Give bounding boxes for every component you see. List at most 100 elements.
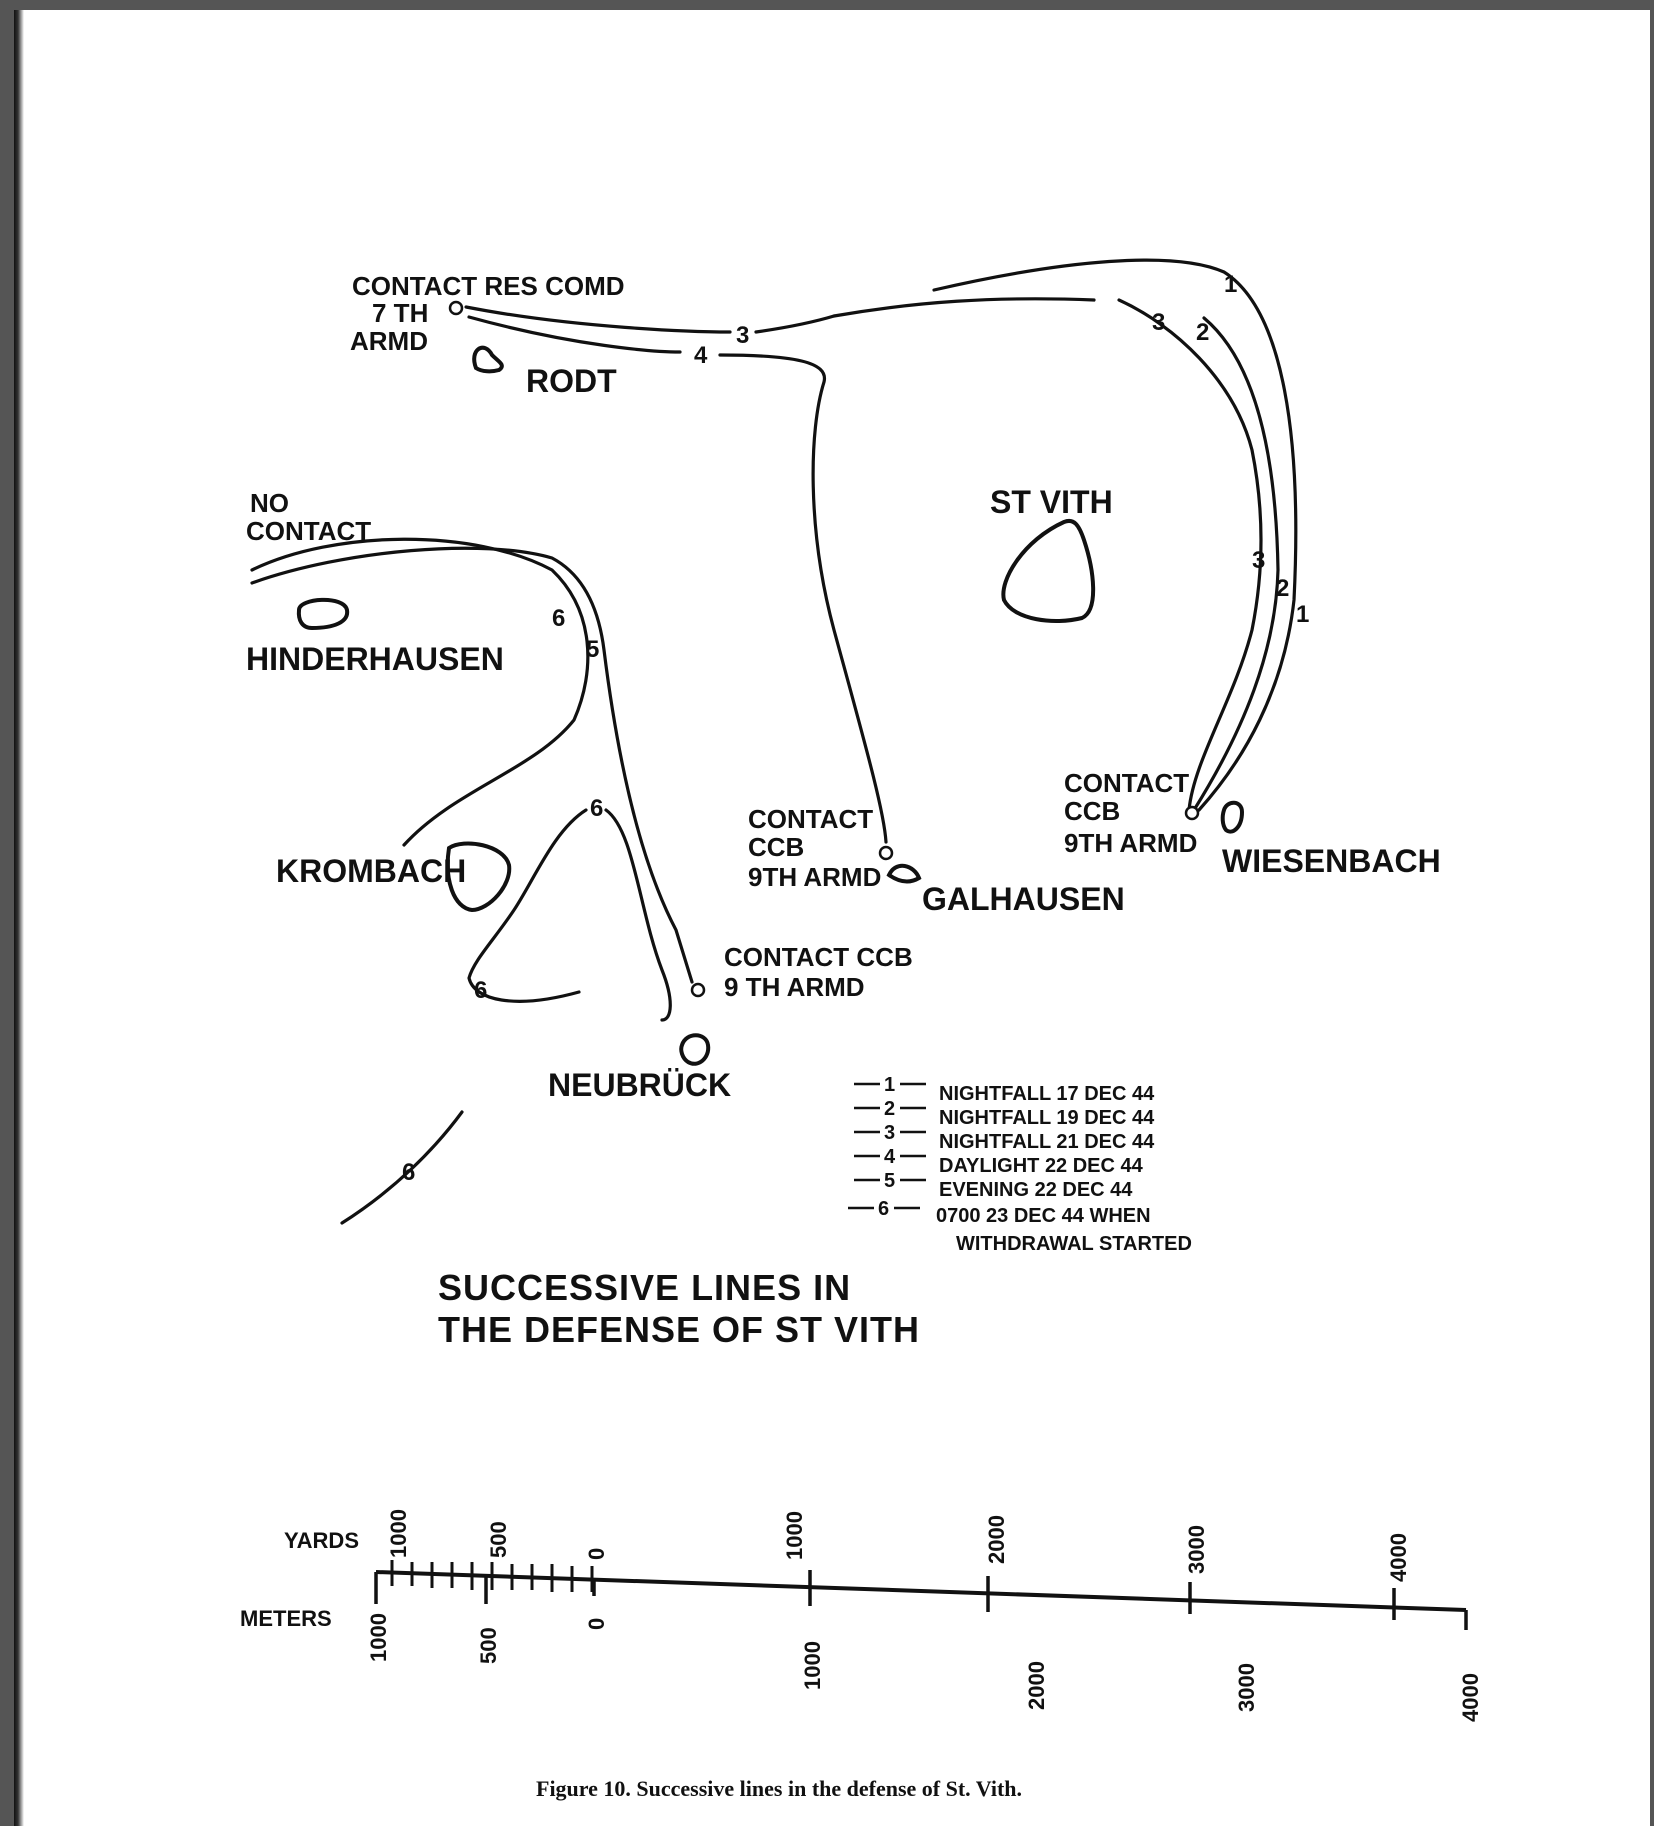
map-legend: 1 NIGHTFALL 17 DEC 44 2 NIGHTFALL 19 DEC… bbox=[848, 1072, 1192, 1255]
scale-minor-ticks bbox=[390, 1560, 594, 1592]
line-6-west bbox=[250, 537, 590, 847]
galhausen-town-shape bbox=[886, 863, 922, 884]
legend-number: 6 bbox=[878, 1198, 889, 1220]
line-label-6-southwest: 6 bbox=[402, 1159, 415, 1186]
line-label-2-side: 2 bbox=[1276, 575, 1289, 602]
meters-tick-label: 1000 bbox=[800, 1641, 825, 1690]
line-label-5-west: 5 bbox=[586, 636, 599, 663]
annotation-line: CONTACT RES COMD bbox=[352, 271, 625, 301]
scale-meters-label: METERS bbox=[240, 1606, 332, 1631]
line-1-east-arc bbox=[932, 258, 1298, 812]
scale-yards-label: YARDS bbox=[284, 1528, 359, 1553]
map-title: SUCCESSIVE LINES IN THE DEFENSE OF ST VI… bbox=[438, 1267, 920, 1350]
legend-row: 4 DAYLIGHT 22 DEC 44 bbox=[854, 1144, 1144, 1177]
town-label-krombach: KROMBACH bbox=[276, 853, 466, 889]
tactical-map: 3 4 1 3 2 3 2 1 6 5 6 6 6 RODT ST VITH H… bbox=[240, 258, 1483, 1801]
meters-tick-label: 4000 bbox=[1458, 1673, 1483, 1722]
line-2-east-arc bbox=[1192, 316, 1280, 812]
legend-label: NIGHTFALL 17 DEC 44 bbox=[939, 1083, 1155, 1105]
st-vith-town-shape bbox=[1001, 519, 1096, 623]
legend-row: 5 EVENING 22 DEC 44 bbox=[854, 1168, 1133, 1201]
line-label-6-loop-bottom: 6 bbox=[474, 977, 487, 1004]
annotation-line: 9TH ARMD bbox=[1064, 828, 1197, 858]
annotation-line: CCB bbox=[748, 832, 804, 862]
map-title-line: SUCCESSIVE LINES IN bbox=[438, 1267, 851, 1308]
town-label-st-vith: ST VITH bbox=[990, 484, 1113, 520]
legend-label: 0700 23 DEC 44 WHEN bbox=[936, 1205, 1151, 1227]
meters-tick-label: 3000 bbox=[1234, 1663, 1259, 1712]
town-label-rodt: RODT bbox=[526, 363, 617, 399]
legend-number: 3 bbox=[884, 1122, 895, 1144]
annotation-line: 9 TH ARMD bbox=[724, 972, 865, 1002]
annotation-line: NO bbox=[250, 488, 289, 518]
legend-label: NIGHTFALL 19 DEC 44 bbox=[939, 1107, 1155, 1129]
legend-label-continued: WITHDRAWAL STARTED bbox=[956, 1233, 1192, 1255]
line-3-east-arc bbox=[1117, 298, 1263, 812]
legend-row: 2 NIGHTFALL 19 DEC 44 bbox=[854, 1096, 1155, 1129]
yards-tick-label: 1000 bbox=[386, 1509, 411, 1558]
line-label-1-side: 1 bbox=[1296, 601, 1309, 628]
line-label-6-loop-top: 6 bbox=[590, 795, 603, 822]
wiesenbach-town-shape bbox=[1220, 800, 1245, 834]
legend-label: NIGHTFALL 21 DEC 44 bbox=[939, 1131, 1155, 1153]
line-5-west bbox=[250, 546, 694, 984]
annotation-no-contact: NO CONTACT bbox=[246, 488, 371, 546]
legend-label: EVENING 22 DEC 44 bbox=[939, 1179, 1133, 1201]
annotation-contact-ccb-wiesenbach: CONTACT CCB 9TH ARMD bbox=[1064, 768, 1197, 858]
meters-tick-label: 500 bbox=[476, 1627, 501, 1664]
legend-number: 5 bbox=[884, 1170, 895, 1192]
neubruck-town-shape bbox=[679, 1033, 711, 1066]
legend-number: 1 bbox=[884, 1074, 895, 1096]
meters-tick-label: 1000 bbox=[366, 1613, 391, 1662]
yards-tick-label: 3000 bbox=[1184, 1525, 1209, 1574]
town-label-neubruck: NEUBRÜCK bbox=[548, 1067, 731, 1103]
contact-point-rodt bbox=[448, 300, 464, 316]
town-label-wiesenbach: WIESENBACH bbox=[1222, 843, 1441, 879]
annotation-contact-ccb-galhausen: CONTACT CCB 9TH ARMD bbox=[748, 804, 881, 892]
document-page: 3 4 1 3 2 3 2 1 6 5 6 6 6 RODT ST VITH H… bbox=[14, 10, 1650, 1826]
annotation-contact-res-comd: CONTACT RES COMD 7 TH ARMD bbox=[350, 271, 625, 356]
yards-tick-label: 4000 bbox=[1386, 1533, 1411, 1582]
yards-tick-label: 1000 bbox=[782, 1511, 807, 1560]
annotation-line: CONTACT CCB bbox=[724, 942, 913, 972]
line-6-loop bbox=[604, 808, 672, 1022]
annotation-line: ARMD bbox=[350, 326, 428, 356]
scale-meters-ticks: 1000 500 0 1000 2000 3000 4000 bbox=[366, 1613, 1483, 1722]
krombach-town-shape bbox=[445, 841, 512, 913]
yards-tick-label: 500 bbox=[486, 1521, 511, 1558]
annotation-line: CCB bbox=[1064, 796, 1120, 826]
line-label-2-top: 2 bbox=[1196, 319, 1209, 346]
line-3-east-segment bbox=[754, 314, 836, 334]
yards-tick-label: 2000 bbox=[984, 1515, 1009, 1564]
yards-tick-label: 0 bbox=[584, 1548, 609, 1560]
legend-number: 4 bbox=[884, 1146, 896, 1168]
rodt-town-shape bbox=[472, 345, 504, 374]
scale-bar-line bbox=[375, 1570, 1467, 1612]
legend-row: 6 0700 23 DEC 44 WHEN WITHDRAWAL STARTED bbox=[848, 1196, 1192, 1255]
figure-caption: Figure 10. Successive lines in the defen… bbox=[536, 1776, 1022, 1801]
legend-row: 1 NIGHTFALL 17 DEC 44 bbox=[854, 1072, 1155, 1105]
legend-number: 2 bbox=[884, 1098, 895, 1120]
town-label-hinderhausen: HINDERHAUSEN bbox=[246, 641, 504, 677]
meters-tick-label: 2000 bbox=[1024, 1661, 1049, 1710]
line-3-east-segment-2 bbox=[832, 297, 1096, 318]
line-label-3-side: 3 bbox=[1252, 547, 1265, 574]
line-6-loop-west bbox=[467, 808, 588, 1003]
line-6-southwest bbox=[340, 1110, 464, 1225]
legend-label: DAYLIGHT 22 DEC 44 bbox=[939, 1155, 1144, 1177]
scale-major-ticks bbox=[374, 1570, 1468, 1630]
line-label-3-north: 3 bbox=[736, 322, 749, 349]
annotation-line: 7 TH bbox=[372, 298, 428, 328]
contact-point-neubruck bbox=[690, 982, 706, 998]
annotation-line: CONTACT bbox=[748, 804, 873, 834]
line-label-6-west: 6 bbox=[552, 605, 565, 632]
annotation-line: 9TH ARMD bbox=[748, 862, 881, 892]
annotation-line: CONTACT bbox=[246, 516, 371, 546]
contact-point-wiesenbach bbox=[1184, 805, 1200, 821]
line-3-north bbox=[464, 305, 732, 334]
line-label-1-top: 1 bbox=[1224, 271, 1237, 298]
scale-bar: YARDS METERS bbox=[240, 1509, 1483, 1722]
map-title-line: THE DEFENSE OF ST VITH bbox=[438, 1309, 920, 1350]
line-label-4-north: 4 bbox=[694, 342, 708, 369]
scale-yards-ticks: 1000 500 0 1000 2000 3000 4000 bbox=[386, 1509, 1411, 1582]
